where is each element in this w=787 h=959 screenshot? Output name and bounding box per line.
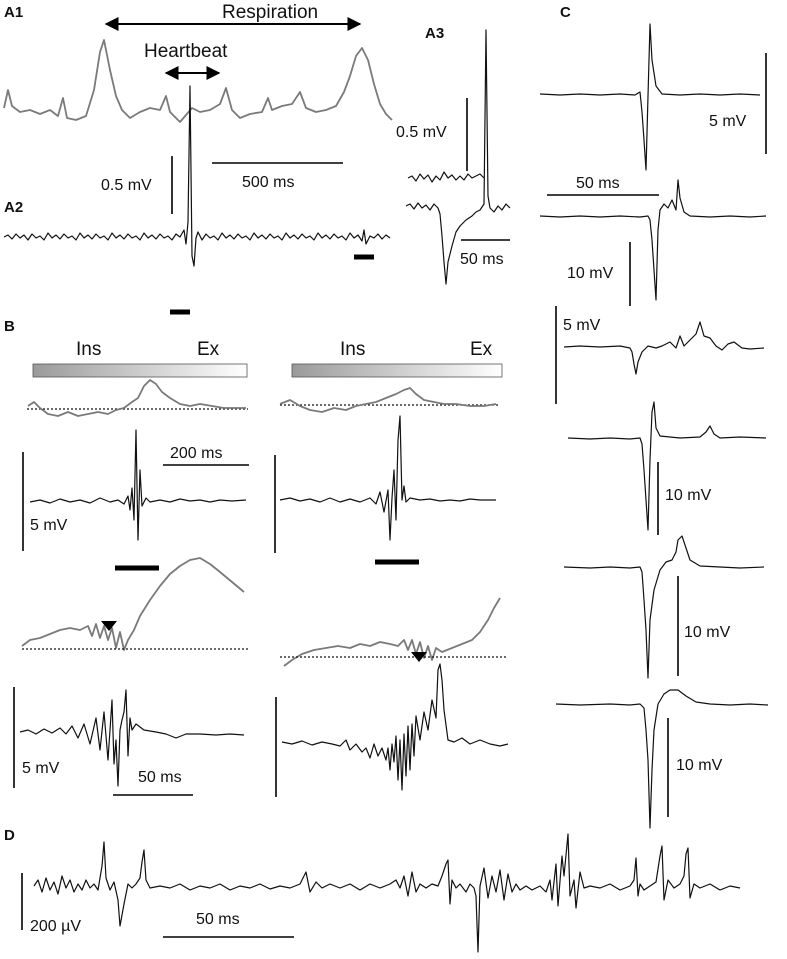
c-amp6-label: 10 mV xyxy=(676,757,723,774)
c-trace-2 xyxy=(539,179,767,301)
c-amp4-label: 10 mV xyxy=(665,487,712,504)
a3-time-label: 50 ms xyxy=(460,251,504,268)
b-amp-top-label: 5 mV xyxy=(30,517,68,534)
a2-trace xyxy=(3,85,391,267)
panel-label-a3: A3 xyxy=(425,25,444,42)
b-trace-bottom-left xyxy=(19,689,245,787)
a3-trace-lower xyxy=(405,29,511,285)
panel-label-b: B xyxy=(4,318,15,335)
b-trace-bottom-right xyxy=(281,663,509,791)
b-trace-top-left xyxy=(29,429,247,541)
a1-amp-label: 0.5 mV xyxy=(101,177,152,194)
d-trace xyxy=(33,833,741,953)
respiration-trace-right xyxy=(279,387,497,413)
c-amp2-label: 10 mV xyxy=(567,265,614,282)
respiration-expanded-left xyxy=(21,557,245,651)
panel-label-a2: A2 xyxy=(4,199,23,216)
ins-label-right: Ins xyxy=(340,339,365,360)
panel-d: D 200 µV 50 ms xyxy=(4,827,741,953)
panel-label-c: C xyxy=(560,4,571,21)
panel-b: B Ins Ex 200 ms 5 mV 5 mV 50 ms Ins Ex xyxy=(4,318,509,797)
respiration-expanded-right xyxy=(283,597,501,667)
heartbeat-label: Heartbeat xyxy=(144,41,228,62)
a1-time-label: 500 ms xyxy=(242,174,294,191)
c-amp1-label: 5 mV xyxy=(709,113,747,130)
c-trace-1 xyxy=(539,23,761,171)
b-time-50-label: 50 ms xyxy=(138,769,182,786)
ex-label-left: Ex xyxy=(197,339,220,360)
panel-c: C 5 mV 50 ms 10 mV 5 mV 10 mV 10 mV 10 m… xyxy=(539,4,769,829)
ex-label-right: Ex xyxy=(470,339,493,360)
b-time-200-label: 200 ms xyxy=(170,445,222,462)
c-trace-3 xyxy=(563,321,765,375)
triangle-marker-left xyxy=(101,621,117,631)
panel-label-a1: A1 xyxy=(4,4,23,21)
ins-label-left: Ins xyxy=(76,339,101,360)
triangle-marker-right xyxy=(411,652,427,662)
d-time-label: 50 ms xyxy=(196,911,240,928)
a3-trace-upper xyxy=(407,171,485,183)
b-trace-top-right xyxy=(279,415,496,541)
c-time-label: 50 ms xyxy=(576,175,620,192)
c-trace-5 xyxy=(563,535,765,679)
c-trace-6 xyxy=(555,689,769,829)
panel-a: A1 A2 A3 Respiration Heartbeat 0.5 mV 50… xyxy=(3,2,511,315)
panel-label-d: D xyxy=(4,827,15,844)
c-amp5-label: 10 mV xyxy=(684,624,731,641)
b-amp-bottom-label: 5 mV xyxy=(22,760,60,777)
ins-ex-bar-left xyxy=(32,363,248,378)
d-amp-label: 200 µV xyxy=(30,918,81,935)
respiration-trace-left xyxy=(27,379,246,417)
respiration-label: Respiration xyxy=(222,2,318,23)
a3-amp-label: 0.5 mV xyxy=(396,124,447,141)
respiration-trace xyxy=(3,39,393,123)
ins-ex-bar-right xyxy=(291,363,503,378)
c-amp3-label: 5 mV xyxy=(563,317,601,334)
c-trace-4 xyxy=(567,401,767,531)
